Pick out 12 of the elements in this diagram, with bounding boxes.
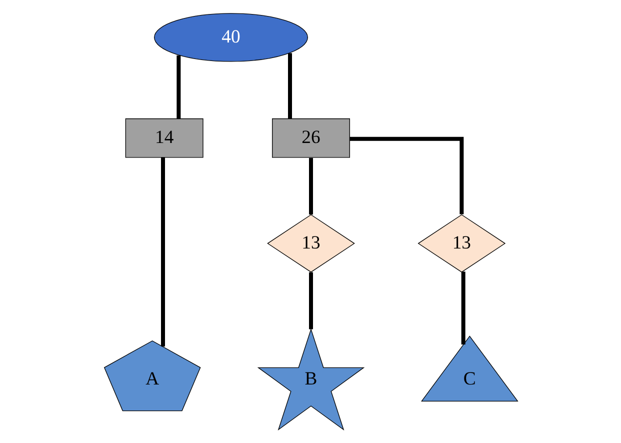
connector — [176, 55, 180, 119]
node-box: 14 — [124, 118, 203, 158]
node-diamond: 13 — [417, 214, 506, 272]
node-diamond: 13 — [266, 214, 354, 272]
connector — [349, 136, 464, 214]
node-box: 26 — [272, 118, 350, 158]
connector — [308, 272, 312, 330]
connector — [308, 158, 312, 215]
connector — [160, 157, 164, 346]
node-ellipse: 40 — [154, 13, 308, 62]
connector — [288, 53, 292, 119]
connector — [460, 272, 465, 345]
